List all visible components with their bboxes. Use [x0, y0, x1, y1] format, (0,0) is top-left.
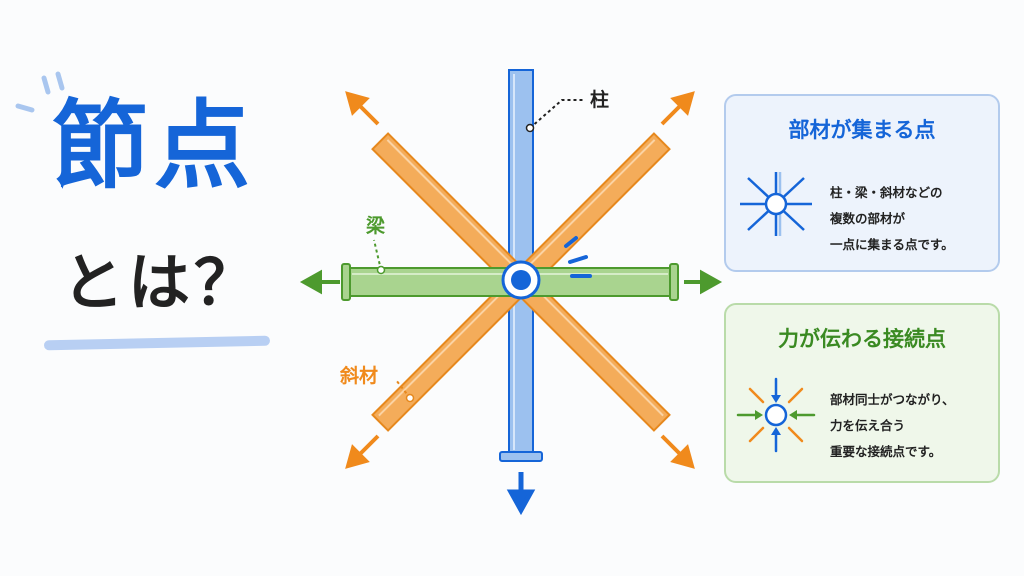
card-line: 重要な接続点です。 — [830, 444, 942, 459]
card-force-connection: 力が伝わる接続点 部材同士がつながり、 力を伝え合う 重要な接続点です。 — [724, 303, 1000, 483]
card-line: 柱・梁・斜材などの — [830, 185, 943, 200]
arrow-down-right-head — [670, 444, 695, 469]
card-line: 力を伝え合う — [830, 418, 906, 433]
brace-arrows — [345, 91, 695, 469]
column-leader — [529, 99, 584, 129]
column-arrow — [506, 472, 536, 516]
card-line: 一点に集まる点です。 — [830, 237, 954, 252]
card-body: 柱・梁・斜材などの 複数の部材が 一点に集まる点です。 — [830, 180, 954, 258]
card-title: 力が伝わる接続点 — [778, 327, 946, 351]
arrow-up-right — [660, 102, 684, 126]
page-subtitle: とは？ — [62, 246, 261, 319]
arrow-left-head — [299, 269, 322, 295]
radiating-members-icon — [740, 172, 812, 236]
card-line: 部材同士がつながり、 — [830, 392, 955, 407]
page-title: 節点 — [52, 90, 256, 202]
card-title: 部材が集まる点 — [788, 118, 936, 142]
arrow-up-left-head — [345, 91, 370, 116]
node-joint — [501, 260, 541, 300]
spark-decoration-icon — [15, 71, 65, 113]
converging-forces-icon — [736, 377, 816, 453]
arrow-up-left — [356, 102, 380, 126]
card-body: 部材同士がつながり、 力を伝え合う 重要な接続点です。 — [830, 387, 955, 465]
label-brace: 斜材 — [340, 365, 379, 387]
arrow-up-right-head — [670, 91, 695, 116]
beam-arrows — [299, 269, 723, 295]
arrow-down-left-head — [345, 444, 370, 469]
arrow-down-left — [356, 434, 380, 458]
beam-leader — [373, 239, 382, 271]
card-line: 複数の部材が — [830, 211, 906, 226]
arrow-right-head — [700, 269, 723, 295]
brace-leader — [395, 379, 411, 399]
card-gathering-point: 部材が集まる点 柱・梁・斜材などの 複数の部材が 一点に集まる点です。 — [724, 94, 1000, 272]
label-column: 柱 — [590, 89, 610, 111]
node-highlight-icon — [564, 236, 592, 278]
label-beam: 梁 — [366, 215, 386, 237]
arrow-down-right — [660, 434, 684, 458]
